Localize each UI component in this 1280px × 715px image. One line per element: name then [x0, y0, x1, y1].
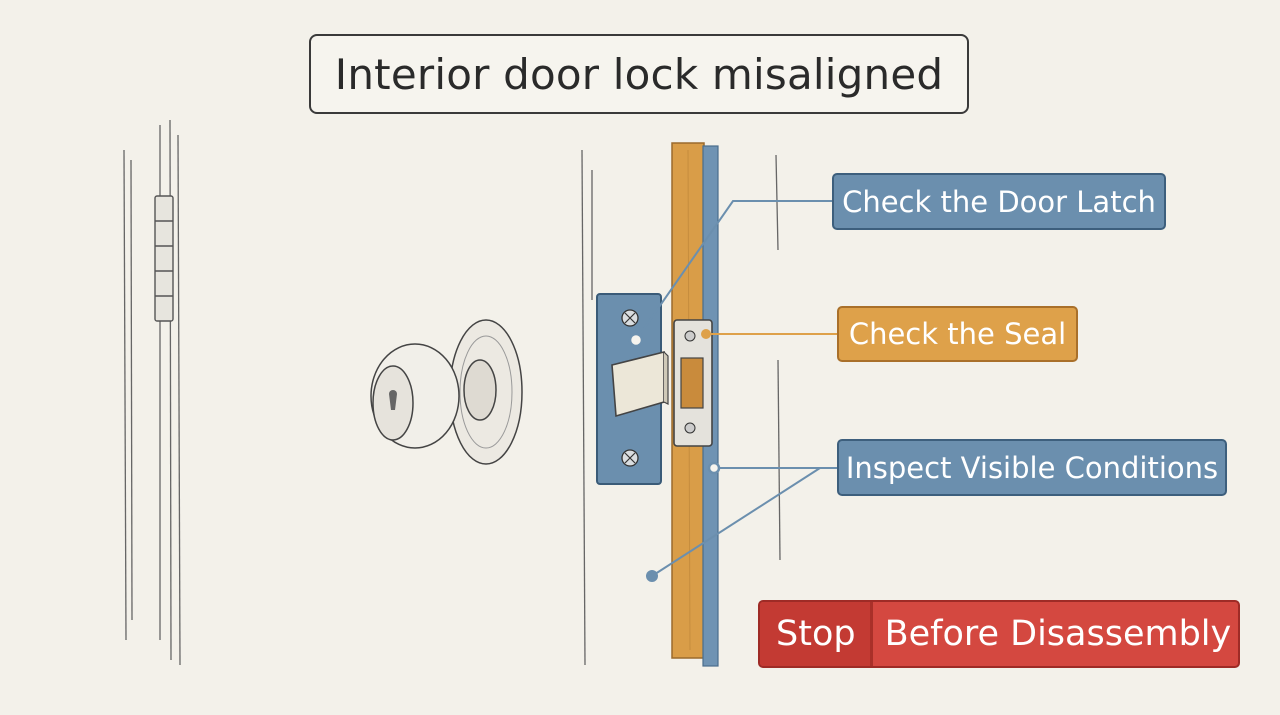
- latch-bolt-icon: [611, 350, 669, 418]
- stop-warning-banner: Stop Before Disassembly: [758, 600, 1240, 668]
- stop-message: Before Disassembly: [884, 614, 1232, 654]
- strike-plate-icon: [673, 319, 713, 447]
- callout-check-door-latch: Check the Door Latch: [832, 173, 1166, 230]
- callout-inspect-conditions: Inspect Visible Conditions: [837, 439, 1227, 496]
- leader-dots: [628, 329, 721, 582]
- hinge-icon: [154, 195, 174, 322]
- lock-door-edge: [581, 149, 781, 666]
- page-title: Interior door lock misaligned: [309, 34, 969, 114]
- leader-lines: [635, 200, 837, 577]
- stop-label: Stop: [760, 602, 873, 666]
- callout-check-seal: Check the Seal: [837, 306, 1078, 362]
- door-knob-icon: [370, 319, 523, 465]
